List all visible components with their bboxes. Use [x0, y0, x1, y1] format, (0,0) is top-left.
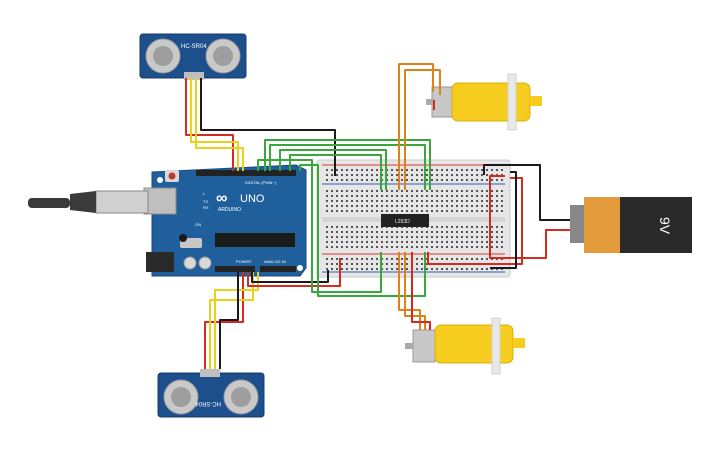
driver-chip: L293D: [381, 214, 429, 227]
led-label-rx: RX: [203, 205, 209, 210]
wires: [185, 63, 570, 369]
wire-motor-bottom-a: [398, 252, 421, 330]
wire-ctrl-1: [264, 139, 431, 190]
wire-sensor-bottom-vcc: [204, 272, 244, 369]
led-label-tx: TX: [203, 199, 208, 204]
wire-battery-pos-2: [427, 177, 523, 265]
wire-sensor-top-vcc: [185, 78, 234, 171]
wire-rail-gnd: [490, 171, 517, 269]
digital-label: DIGITAL (PWM~): [245, 180, 277, 185]
battery-9v: 9V: [570, 197, 692, 253]
dc-jack: [146, 252, 174, 272]
wire-battery-neg: [483, 164, 570, 221]
usb-port: [143, 187, 177, 215]
power-label: POWER: [236, 259, 251, 264]
atmega-chip: [215, 233, 295, 247]
wire-sensor-top-echo: [195, 78, 244, 171]
sensor-bottom-label: HC-SR04: [195, 400, 221, 406]
wire-motor-top-a: [398, 63, 434, 190]
wire-sensor-bottom-gnd: [219, 272, 239, 369]
wire-motor-top-b: [404, 69, 441, 190]
wire-ctrl-2: [269, 144, 426, 190]
wire-sensor-top-trig: [190, 78, 239, 171]
usb-plug: [28, 190, 149, 214]
motor-bottom: [405, 317, 525, 375]
ultrasonic-sensor-top: HC-SR04: [139, 33, 247, 80]
driver-chip-label: L293D: [395, 219, 410, 225]
wire-battery-pos: [489, 175, 570, 259]
arduino-brand: ARDUINO: [218, 207, 241, 213]
wire-motor-bottom-c: [411, 252, 431, 330]
battery-label: 9V: [657, 217, 673, 235]
arduino-logo: ∞: [216, 190, 227, 207]
ultrasonic-sensor-bottom: HC-SR04: [157, 369, 265, 418]
wire-ctrl-6: [299, 164, 426, 297]
wire-sensor-top-gnd: [200, 78, 336, 176]
wire-ctrl-5: [257, 159, 382, 293]
analog-label: ANALOG IN: [264, 259, 286, 264]
wire-arduino-5v: [247, 258, 341, 287]
breadboard-holes: [326, 169, 503, 270]
sensor-top-label: HC-SR04: [181, 44, 207, 50]
arduino-uno-board: ∞ ARDUINO UNO DIGITAL (PWM~) POWER ANALO…: [143, 164, 307, 277]
arduino-model: UNO: [240, 193, 265, 205]
wire-arduino-gnd: [251, 270, 329, 283]
led-label-l: L: [203, 191, 206, 196]
motor-top: [426, 73, 542, 131]
wire-ctrl-4: [289, 154, 382, 190]
on-label: ON: [195, 222, 201, 227]
